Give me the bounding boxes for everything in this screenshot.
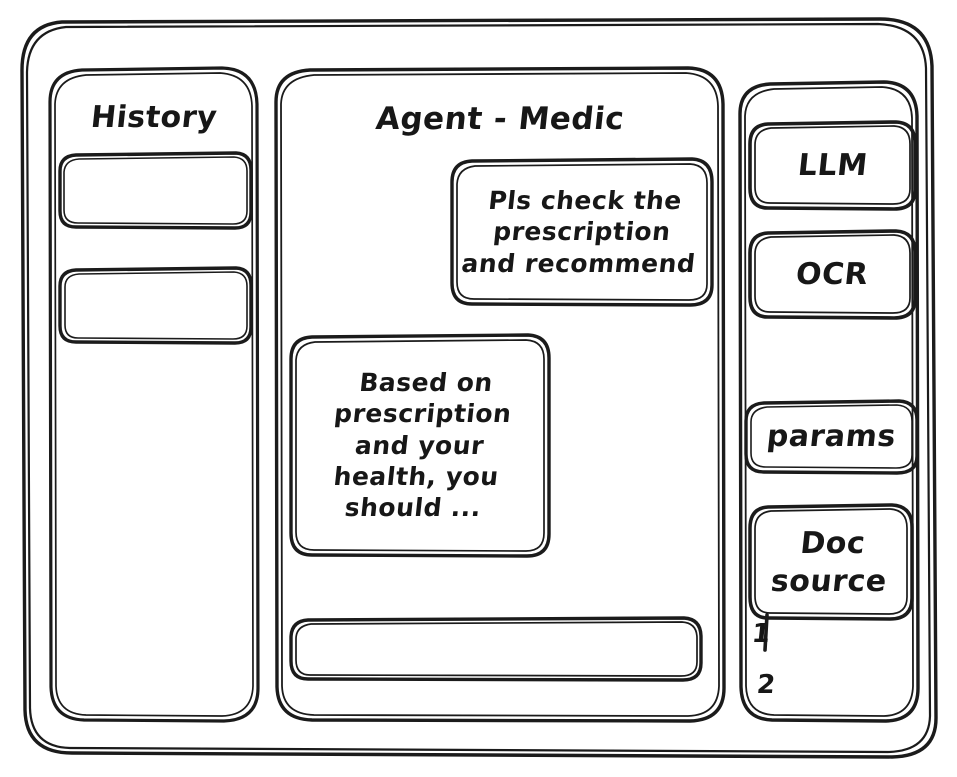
chat-message-assistant: Based on prescription and your health, y… xyxy=(291,335,549,556)
tool-button-label: LLM xyxy=(795,147,870,183)
tool-button-llm[interactable]: LLM xyxy=(750,122,915,209)
message-input[interactable] xyxy=(291,618,701,680)
page-title: Agent - Medic xyxy=(277,96,724,142)
tool-button-label: Doc source xyxy=(769,525,889,599)
tool-button-doc-source[interactable]: Doc source xyxy=(750,505,912,619)
doc-source-item-label: 1 xyxy=(750,618,773,649)
history-item[interactable] xyxy=(60,268,251,343)
history-title-text: History xyxy=(89,100,219,136)
chat-message-user: Pls check the prescription and recommend xyxy=(452,159,712,305)
tool-button-ocr[interactable]: OCR xyxy=(750,231,915,318)
tool-button-label: params xyxy=(765,419,898,455)
doc-source-item-label: 2 xyxy=(755,669,778,700)
history-panel-title: History xyxy=(50,96,258,140)
chat-message-text: Pls check the prescription and recommend xyxy=(460,186,698,278)
tool-button-label: OCR xyxy=(794,256,871,292)
tool-button-params[interactable]: params xyxy=(746,401,917,473)
chat-message-text: Based on prescription and your health, y… xyxy=(332,368,514,523)
doc-source-item[interactable]: 2 xyxy=(755,665,797,705)
history-item[interactable] xyxy=(60,153,251,228)
doc-source-item[interactable]: 1 xyxy=(750,614,792,654)
agent-title-text: Agent - Medic xyxy=(374,100,627,137)
